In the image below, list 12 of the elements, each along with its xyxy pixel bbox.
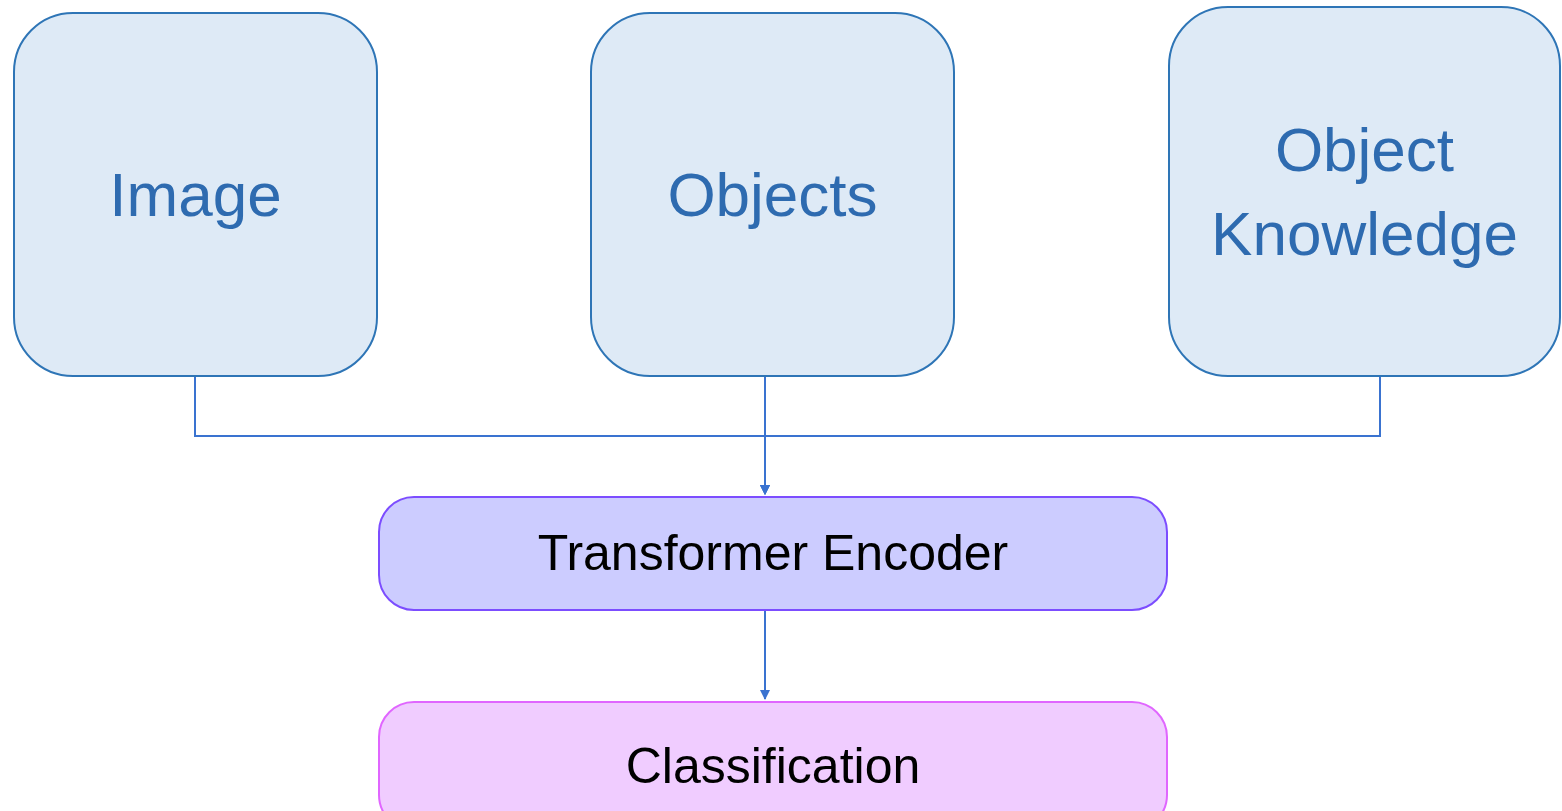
box-label: Transformer Encoder [536, 524, 1010, 583]
box-label: Classification [624, 736, 922, 796]
arrow [760, 376, 1381, 495]
arrow [760, 610, 770, 700]
box-label: Objects [666, 158, 879, 231]
box-label: Object Knowledge [1210, 113, 1519, 270]
box-label: Image [108, 158, 283, 231]
process-box [378, 701, 1168, 811]
process-box [1168, 6, 1561, 377]
process-box [13, 12, 378, 377]
process-box [378, 496, 1168, 611]
process-box [590, 12, 955, 377]
